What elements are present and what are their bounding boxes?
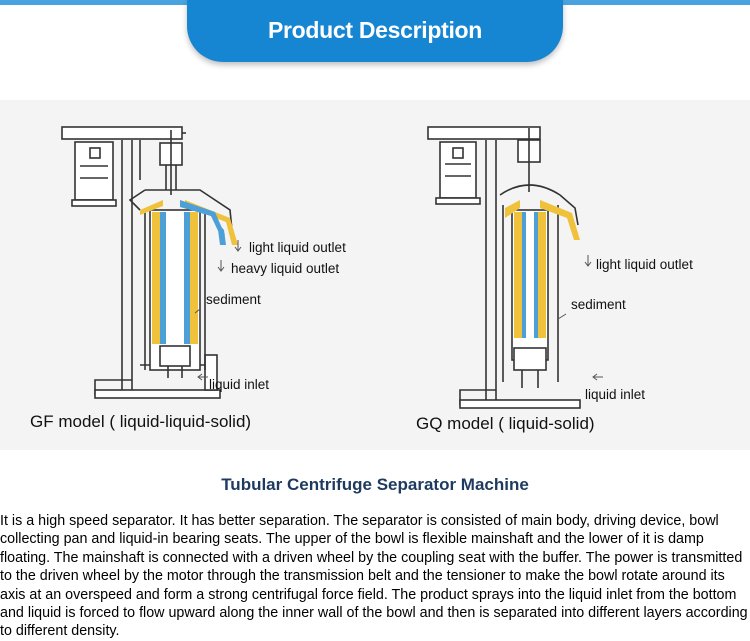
gq-inlet-label: liquid inlet	[585, 387, 645, 402]
gq-liquid-flow	[505, 200, 580, 338]
page-title: Product Description	[267, 17, 483, 43]
header-tab	[187, 0, 563, 62]
gq-caption: GQ model ( liquid-solid)	[416, 414, 595, 433]
gf-caption: GF model ( liquid-liquid-solid)	[30, 412, 251, 431]
centrifuge-diagram: light liquid outlet heavy liquid outlet …	[30, 126, 693, 433]
gf-sediment-label: sediment	[206, 292, 261, 307]
gf-heavy-outlet-label: heavy liquid outlet	[231, 261, 339, 276]
gf-arrows	[197, 240, 242, 381]
gf-light-outlet-label: light liquid outlet	[249, 240, 346, 255]
gq-machine-drawing	[427, 126, 581, 409]
gf-inlet-label: liquid inlet	[209, 377, 269, 392]
gq-sediment-label: sediment	[571, 297, 626, 312]
product-figure: light liquid outlet heavy liquid outlet …	[0, 100, 750, 450]
gq-arrows	[584, 255, 603, 381]
gf-liquid-flow	[140, 200, 238, 344]
description-paragraph: It is a high speed separator. It has bet…	[0, 513, 748, 640]
gq-light-outlet-label: light liquid outlet	[596, 257, 693, 272]
section-heading: Tubular Centrifuge Separator Machine	[221, 475, 529, 494]
gf-machine-drawing	[61, 126, 233, 399]
